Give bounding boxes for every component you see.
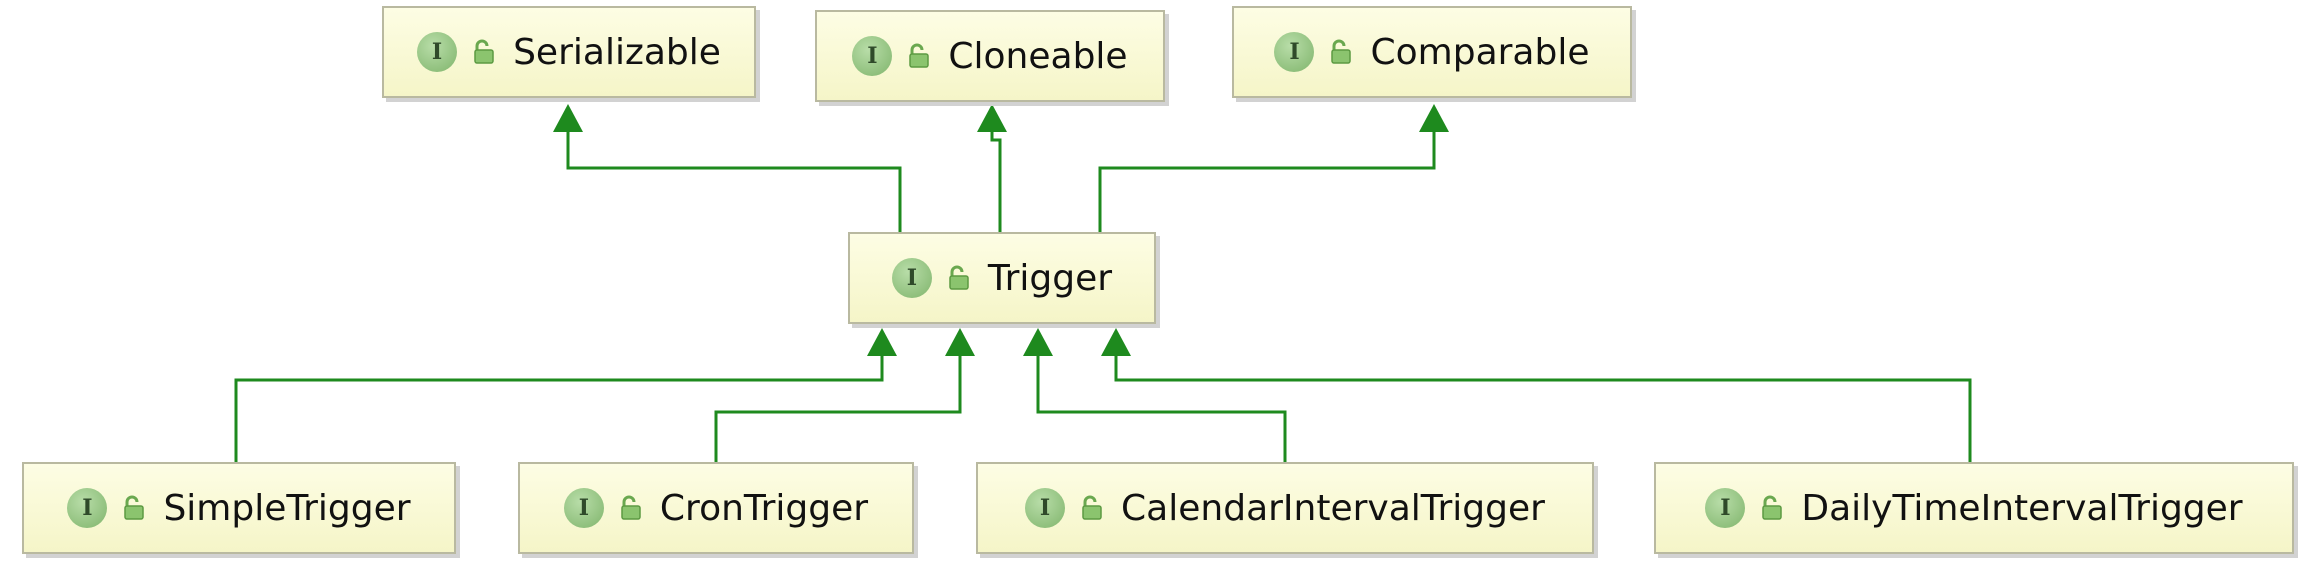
node-icons: I: [1025, 488, 1105, 528]
node-crontrigger[interactable]: I CronTrigger: [518, 462, 914, 554]
public-lock-icon: [1331, 39, 1352, 64]
node-calendarintervaltrigger[interactable]: I CalendarIntervalTrigger: [976, 462, 1594, 554]
node-icons: I: [1274, 32, 1354, 72]
public-lock-icon: [909, 43, 930, 68]
arrowhead-serializable: [553, 104, 583, 132]
node-icons: I: [67, 488, 147, 528]
arrowhead-trigger-2: [945, 328, 975, 356]
interface-badge-icon: I: [891, 258, 932, 298]
interface-badge-icon: I: [563, 488, 604, 528]
interface-badge-icon: I: [67, 488, 108, 528]
node-icons: I: [417, 32, 497, 72]
node-icons: I: [1705, 488, 1785, 528]
node-icons: I: [852, 36, 932, 76]
node-serializable[interactable]: I Serializable: [382, 6, 756, 98]
node-trigger[interactable]: I Trigger: [848, 232, 1156, 324]
arrowhead-trigger-4: [1101, 328, 1131, 356]
interface-badge-icon: I: [1025, 488, 1066, 528]
node-icons: I: [563, 488, 644, 528]
arrowhead-cloneable: [977, 104, 1007, 132]
arrowhead-comparable: [1419, 104, 1449, 132]
public-lock-icon: [474, 39, 494, 64]
interface-badge-icon: I: [1705, 488, 1746, 528]
public-lock-icon: [949, 265, 969, 290]
edge-trigger-comparable: [1098, 132, 1436, 232]
node-icons: I: [891, 258, 972, 298]
edge-simpletrigger-trigger: [234, 356, 884, 462]
public-lock-icon: [621, 495, 641, 520]
public-lock-icon: [124, 495, 145, 520]
edge-trigger-cloneable: [990, 132, 1002, 232]
public-lock-icon: [1762, 495, 1783, 520]
node-label: SimpleTrigger: [163, 487, 411, 529]
node-label: CronTrigger: [659, 487, 869, 529]
edge-calendarintervaltrigger-trigger: [1036, 356, 1287, 462]
node-label: Comparable: [1370, 31, 1590, 73]
interface-badge-icon: I: [1274, 32, 1315, 72]
node-label: CalendarIntervalTrigger: [1121, 487, 1545, 529]
edge-crontrigger-trigger: [714, 356, 962, 462]
node-label: Cloneable: [948, 35, 1128, 77]
node-comparable[interactable]: I Comparable: [1232, 6, 1632, 98]
node-label: Serializable: [513, 31, 721, 73]
edge-trigger-serializable: [566, 132, 902, 232]
node-simpletrigger[interactable]: I SimpleTrigger: [22, 462, 456, 554]
interface-badge-icon: I: [852, 36, 893, 76]
interface-badge-icon: I: [417, 32, 458, 72]
arrowhead-trigger-1: [867, 328, 897, 356]
arrowhead-trigger-3: [1023, 328, 1053, 356]
node-cloneable[interactable]: I Cloneable: [815, 10, 1165, 102]
node-label: Trigger: [987, 257, 1113, 299]
node-label: DailyTimeIntervalTrigger: [1801, 487, 2243, 529]
node-dailytimeintervaltrigger[interactable]: I DailyTimeIntervalTrigger: [1654, 462, 2294, 554]
edge-dailytimeintervaltrigger-trigger: [1114, 356, 1972, 462]
public-lock-icon: [1082, 495, 1102, 520]
